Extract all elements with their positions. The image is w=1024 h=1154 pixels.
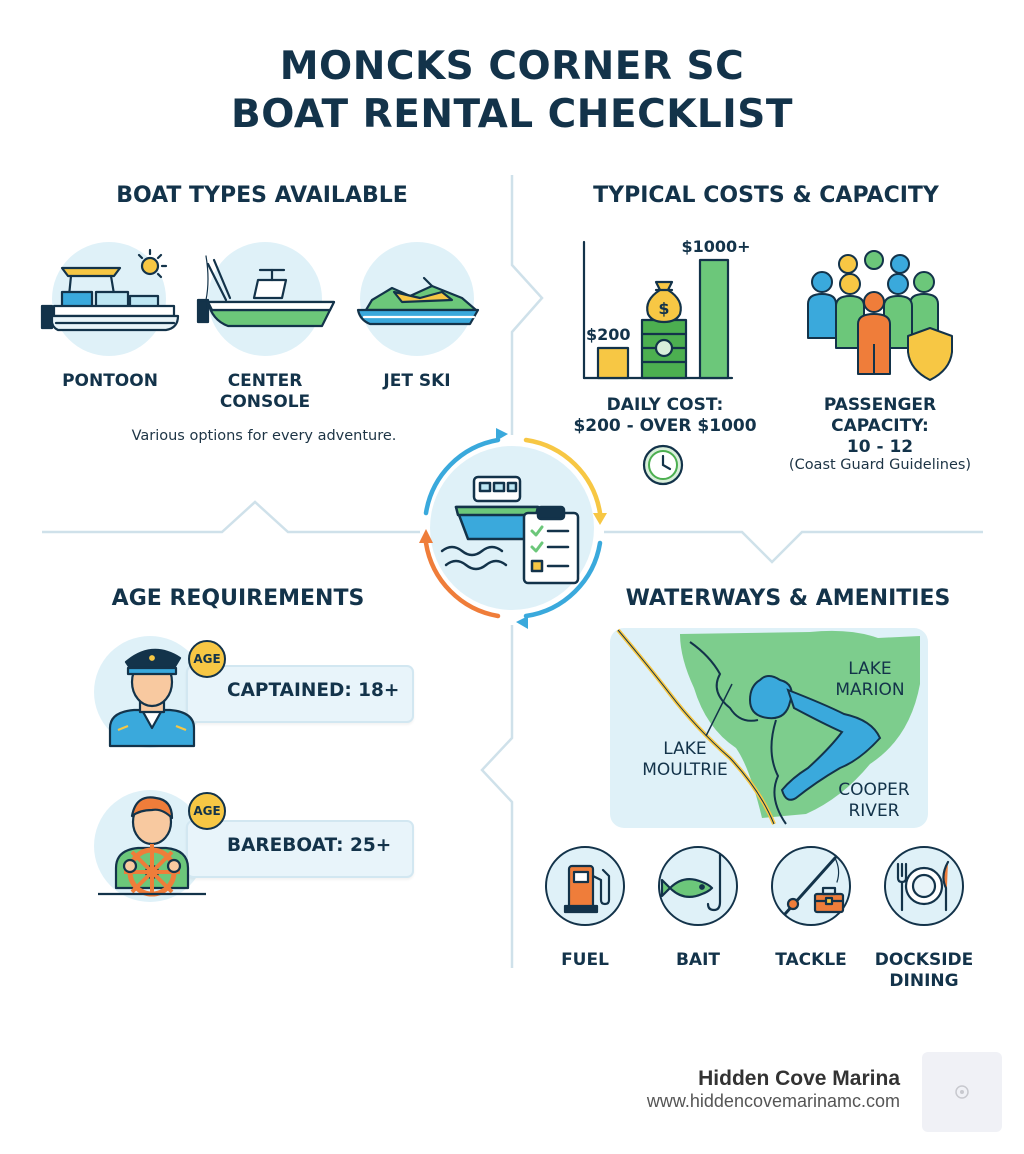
brand-logo bbox=[922, 1052, 1002, 1132]
cooper-river-label-1: COOPER bbox=[838, 780, 910, 800]
tackle-label: TACKLE bbox=[775, 950, 847, 970]
age-badge-captained: AGE bbox=[188, 640, 226, 678]
captained-box bbox=[186, 665, 414, 723]
boat-types-heading: BOAT TYPES AVAILABLE bbox=[116, 183, 408, 208]
cost-low-label: $200 bbox=[586, 325, 631, 344]
cooper-river-label-2: RIVER bbox=[848, 801, 900, 821]
costs-heading: TYPICAL COSTS & CAPACITY bbox=[593, 183, 939, 208]
dining-label-line1: DOCKSIDE bbox=[874, 950, 974, 970]
lake-marion-label-2: MARION bbox=[835, 680, 905, 700]
fish-hook-icon bbox=[660, 852, 722, 912]
bareboat-text: BAREBOAT: 25+ bbox=[227, 835, 392, 856]
capacity-line2: CAPACITY: bbox=[831, 416, 929, 436]
page-title-line2: BOAT RENTAL CHECKLIST bbox=[231, 92, 793, 137]
dining-icon bbox=[896, 860, 950, 912]
daily-cost-line2: $200 - OVER $1000 bbox=[573, 416, 757, 436]
brand-url[interactable]: www.hiddencovemarinamc.com bbox=[646, 1091, 900, 1111]
waterways-map-drawing bbox=[616, 628, 920, 825]
boat-types-caption: Various options for every adventure. bbox=[131, 428, 397, 444]
center-console-boat-icon bbox=[196, 255, 336, 328]
brand-name: Hidden Cove Marina bbox=[698, 1067, 900, 1090]
lake-marion-label-1: LAKE bbox=[848, 659, 892, 679]
center-console-label-line1: CENTER bbox=[227, 371, 303, 391]
capacity-line3: 10 - 12 bbox=[846, 437, 914, 457]
age-heading: AGE REQUIREMENTS bbox=[111, 586, 365, 611]
pontoon-boat-icon bbox=[40, 248, 180, 332]
bait-label: BAIT bbox=[675, 950, 721, 970]
lake-moultrie-label-1: LAKE bbox=[663, 739, 707, 759]
fuel-label: FUEL bbox=[561, 950, 609, 970]
captain-avatar bbox=[108, 648, 196, 748]
page-title-line1: MONCKS CORNER SC bbox=[279, 44, 745, 89]
capacity-line1: PASSENGER bbox=[823, 395, 937, 415]
center-console-label-line2: CONSOLE bbox=[219, 392, 311, 412]
helmsman-avatar bbox=[98, 796, 206, 897]
captained-text: CAPTAINED: 18+ bbox=[227, 680, 400, 701]
waterways-heading: WATERWAYS & AMENITIES bbox=[625, 586, 951, 611]
clock-icon bbox=[642, 444, 684, 486]
cost-high-label: $1000+ bbox=[681, 237, 751, 256]
center-checklist-emblem bbox=[419, 428, 607, 629]
tackle-box-icon bbox=[783, 856, 845, 916]
capacity-note: (Coast Guard Guidelines) bbox=[788, 457, 972, 473]
jet-ski-label: JET SKI bbox=[383, 371, 451, 391]
pontoon-label: PONTOON bbox=[62, 371, 158, 391]
fuel-pump-icon bbox=[563, 864, 611, 914]
jet-ski-icon bbox=[356, 276, 480, 326]
brand-logo-icon bbox=[955, 1085, 969, 1099]
passengers-icon bbox=[807, 250, 953, 381]
age-badge-bareboat: AGE bbox=[188, 792, 226, 830]
cost-bar-chart-icon: $ bbox=[582, 240, 734, 380]
daily-cost-line1: DAILY COST: bbox=[606, 395, 724, 415]
svg-text:$: $ bbox=[658, 299, 669, 318]
dining-label-line2: DINING bbox=[889, 971, 959, 991]
bareboat-box bbox=[186, 820, 414, 878]
lake-moultrie-label-2: MOULTRIE bbox=[642, 760, 728, 780]
